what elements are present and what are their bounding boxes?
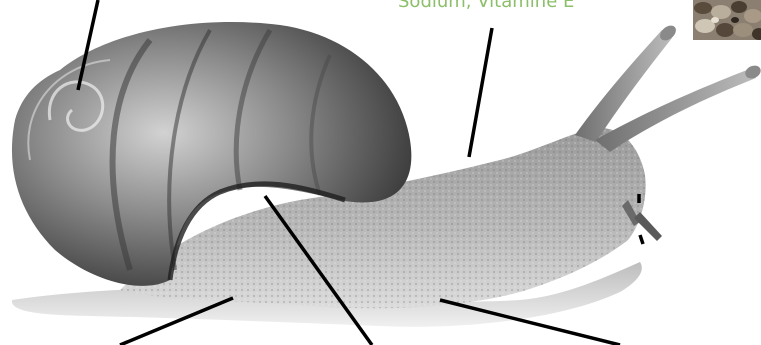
snail-cluster-photo — [693, 0, 761, 40]
leader-line-skin — [469, 28, 492, 157]
annotation-label: Sodium, Vitamine E — [398, 0, 574, 12]
leader-line-tentacle-2 — [640, 235, 643, 244]
